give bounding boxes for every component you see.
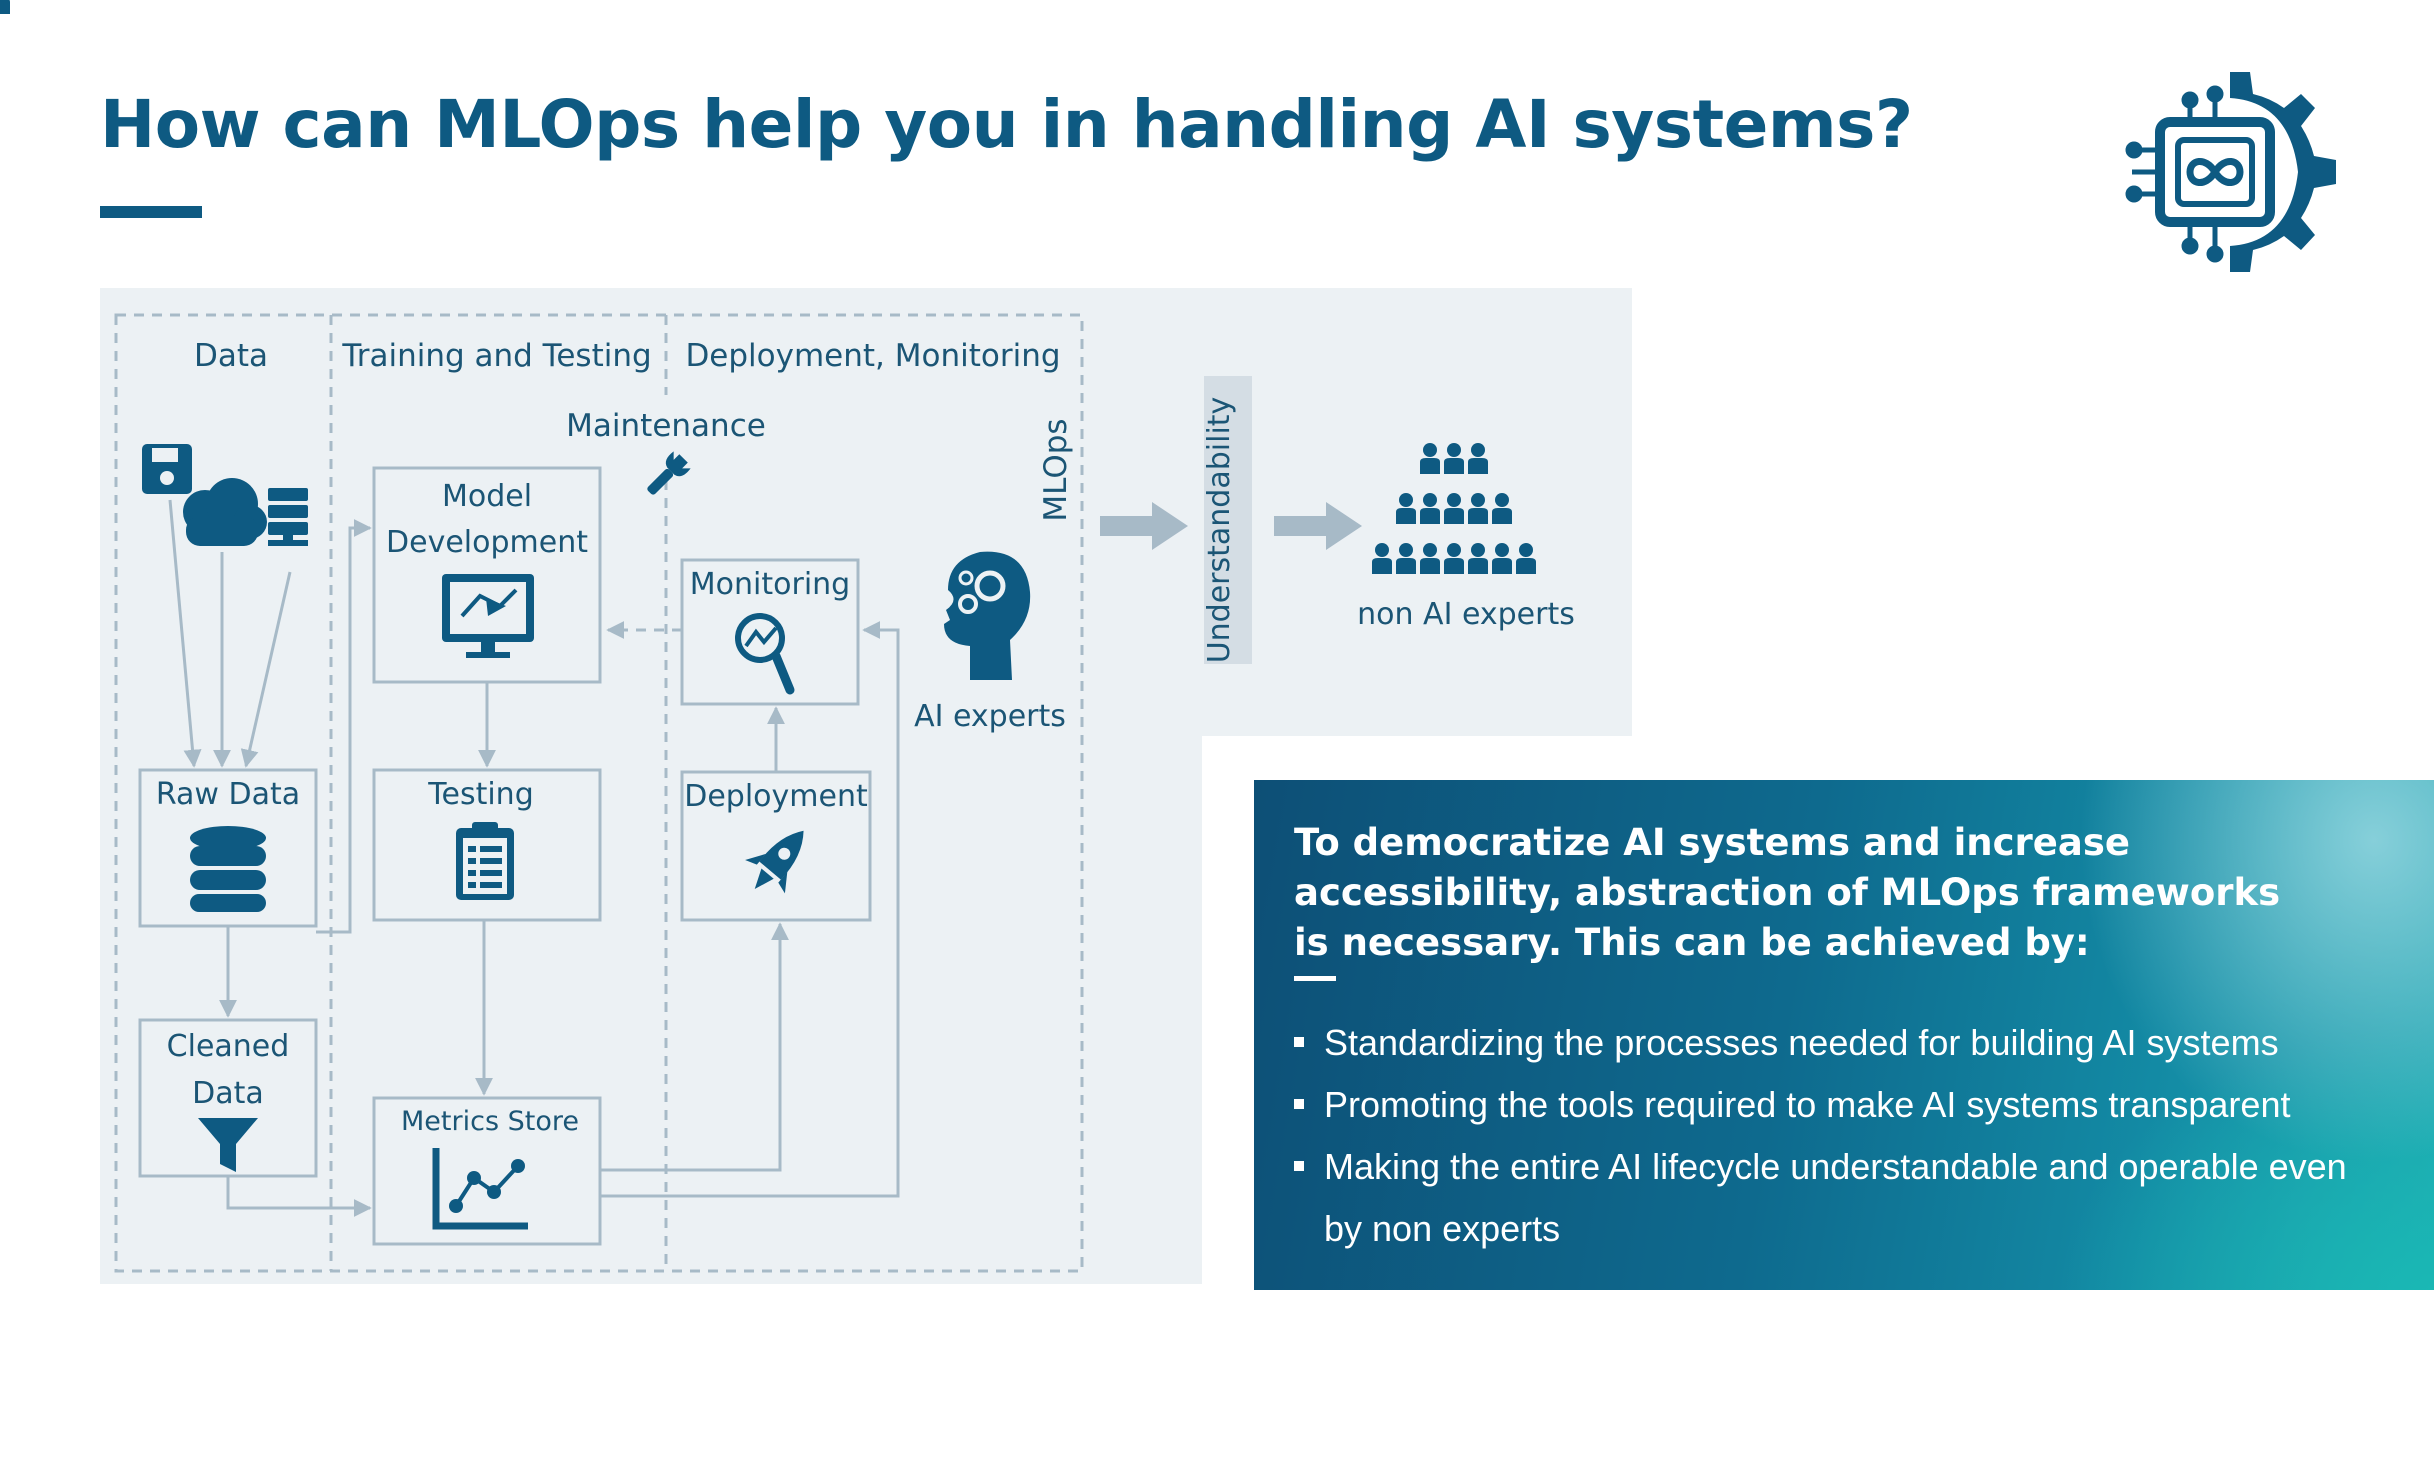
arrow-raw-model — [316, 519, 372, 934]
understandability-bar — [1204, 376, 1252, 664]
monitoring-label: Monitoring — [690, 567, 850, 602]
non-ai-experts-label: non AI experts — [1357, 597, 1575, 632]
arrow-metrics-deployment — [600, 922, 789, 1172]
monitoring-node — [680, 558, 860, 706]
column-header-deployment: Deployment, Monitoring — [685, 338, 1060, 374]
deployment-label: Deployment — [684, 779, 868, 814]
diagram-panel — [100, 288, 1632, 736]
ai-expert-head-icon — [944, 551, 1031, 680]
testing-label: Testing — [427, 777, 533, 812]
mlops-label: MLOps — [1038, 418, 1074, 521]
magnifier-chart-icon — [735, 613, 795, 695]
info-heading: To democratize AI systems and increase a… — [1294, 821, 2281, 964]
understandability-label: Understandability — [1202, 397, 1237, 664]
metrics-store-label: Metrics Store — [401, 1106, 579, 1137]
rocket-icon — [745, 830, 804, 894]
arrow-understandability-nonexperts — [1274, 502, 1362, 550]
line-chart-icon — [432, 1148, 528, 1230]
cleaned-data-label-1: Cleaned — [167, 1029, 290, 1064]
column-header-data: Data — [194, 338, 268, 374]
model-development-label-2: Development — [386, 525, 588, 560]
server-icon — [268, 488, 308, 546]
ai-experts-label: AI experts — [914, 699, 1066, 734]
cloud-icon — [183, 478, 267, 546]
arrow-floppy-raw — [168, 499, 202, 768]
mlops-gear-chip-infinity-icon — [2125, 72, 2336, 272]
cleaned-data-label-2: Data — [192, 1076, 264, 1111]
arrow-cleaned-metrics — [226, 1176, 372, 1217]
maintenance-label: Maintenance — [566, 408, 766, 444]
arrow-server-raw — [240, 571, 292, 768]
bullet-text: Standardizing the processes needed for b… — [1324, 1022, 2279, 1063]
bullet-square-icon — [1294, 1161, 1304, 1171]
title-underline — [100, 206, 202, 218]
bullet-square-icon — [1294, 1099, 1304, 1109]
page-title: How can MLOps help you in handling AI sy… — [100, 86, 1913, 163]
filter-funnel-icon — [198, 1118, 258, 1172]
arrow-metrics-monitoring — [600, 621, 900, 1198]
bullet-text: Promoting the tools required to make AI … — [1324, 1084, 2291, 1125]
testing-node — [372, 768, 602, 922]
crowd-people-icon — [0, 0, 1536, 574]
info-box: To democratize AI systems and increase a… — [1254, 780, 2434, 1290]
bullet-square-icon — [1294, 1037, 1304, 1047]
diagram-panel-lower — [100, 730, 1202, 1284]
monitor-presentation-icon — [442, 574, 534, 658]
arrow-mlops-understandability — [1100, 502, 1188, 550]
column-header-training: Training and Testing — [341, 338, 651, 374]
raw-data-label: Raw Data — [156, 777, 300, 812]
model-development-label-1: Model — [442, 479, 532, 514]
database-icon — [190, 826, 266, 912]
info-divider — [1294, 976, 1336, 981]
floppy-disk-icon — [142, 444, 192, 494]
clipboard-checklist-icon — [456, 822, 514, 900]
wrench-icon — [647, 451, 691, 495]
mlops-frame — [114, 313, 1084, 1273]
bullet-text: Making the entire AI lifecycle understan… — [1324, 1146, 2347, 1249]
